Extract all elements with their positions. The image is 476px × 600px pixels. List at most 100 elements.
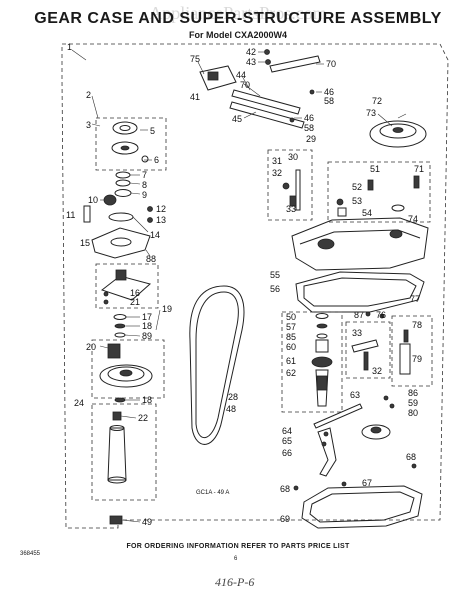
shaft-cap-22 (112, 411, 122, 421)
part-label-10: 10 (88, 195, 98, 205)
part-label-58a: 58 (324, 96, 334, 106)
part-label-68a: 68 (280, 484, 290, 494)
plate-14 (108, 212, 134, 222)
part-label-86: 86 (408, 388, 418, 398)
screw-67 (341, 481, 347, 487)
gear-case-74 (291, 217, 429, 271)
part-label-70b: 70 (326, 59, 336, 69)
bushing-20 (107, 343, 121, 359)
part-label-46a: 46 (324, 87, 334, 97)
part-label-52: 52 (352, 182, 362, 192)
bushing-54 (337, 207, 347, 217)
washer-85 (316, 333, 328, 339)
part-label-8: 8 (142, 180, 147, 190)
shift-lever-66 (317, 427, 337, 477)
part-label-22: 22 (138, 413, 148, 423)
part-label-66: 66 (282, 448, 292, 458)
screw-13 (147, 217, 153, 223)
part-label-46b: 46 (304, 113, 314, 123)
nut-53 (336, 198, 344, 206)
washer-17 (113, 314, 127, 320)
pinion-60 (315, 339, 329, 353)
part-label-43: 43 (246, 57, 256, 67)
part-label-58b: 58 (304, 123, 314, 133)
spring-78 (403, 329, 409, 343)
cap-74 (391, 204, 405, 212)
part-label-75: 75 (190, 54, 200, 64)
screw-16 (103, 291, 109, 297)
part-label-17: 17 (142, 312, 152, 322)
part-label-54: 54 (362, 208, 372, 218)
part-label-74: 74 (408, 214, 418, 224)
rod-30 (295, 169, 301, 211)
part-label-59: 59 (408, 398, 418, 408)
gear-80-hub (370, 426, 382, 434)
pulley-disc (111, 141, 139, 155)
part-label-7: 7 (142, 170, 147, 180)
washer (141, 155, 149, 163)
washer-89 (114, 332, 126, 338)
part-label-64: 64 (282, 426, 292, 436)
part-label-33a: 33 (286, 204, 296, 214)
outer-boundary (61, 43, 449, 529)
page-number: 6 (234, 556, 238, 562)
part-label-77: 77 (410, 294, 420, 304)
part-label-63: 63 (350, 390, 360, 400)
part-label-79: 79 (412, 354, 422, 364)
ring-7 (115, 171, 131, 179)
group-box-77 (391, 315, 433, 387)
shaft-62 (315, 369, 329, 407)
spindle-spring (115, 269, 127, 281)
part-label-14: 14 (150, 230, 160, 240)
bottom-housing-69-inner (309, 491, 415, 523)
part-label-48: 48 (226, 404, 236, 414)
bolt-71 (413, 175, 420, 189)
group-box-51 (327, 161, 431, 223)
part-label-76: 76 (376, 310, 386, 320)
part-label-87: 87 (354, 310, 364, 320)
part-label-85: 85 (286, 332, 296, 342)
part-label-28: 28 (228, 392, 238, 402)
pulley-hub-inner (119, 125, 131, 131)
washer-18 (114, 323, 126, 329)
shaft-62-spline (316, 375, 328, 391)
part-label-3: 3 (86, 120, 91, 130)
bracket-hole (110, 237, 132, 247)
ordering-footer: FOR ORDERING INFORMATION REFER TO PARTS … (126, 543, 350, 550)
bolt-52 (367, 179, 374, 191)
part-label-13: 13 (156, 215, 166, 225)
part-label-31: 31 (272, 156, 282, 166)
rod-63 (313, 403, 363, 429)
part-label-9: 9 (142, 190, 147, 200)
leader-lines (71, 49, 407, 523)
spindle-mount (100, 275, 152, 301)
seal-49 (109, 515, 123, 525)
group-box-pulley (91, 339, 165, 399)
watermark: AppliancePartsPros.com (149, 3, 327, 23)
lever-70 (269, 55, 321, 73)
drive-belt (189, 285, 245, 445)
plunger-79 (399, 343, 411, 375)
nut-32 (282, 182, 290, 190)
part-label-51: 51 (370, 164, 380, 174)
screw-76 (379, 313, 385, 319)
washer-57 (316, 323, 328, 329)
gear-10 (103, 194, 117, 206)
group-box-29 (267, 149, 313, 221)
screw-65 (321, 441, 327, 447)
part-label-69: 69 (280, 514, 290, 524)
part-label-65: 65 (282, 436, 292, 446)
ring-9 (114, 189, 132, 197)
screw-68a (293, 485, 299, 491)
part-label-41: 41 (190, 92, 200, 102)
part-label-11: 11 (66, 210, 75, 220)
washer-50 (315, 313, 329, 319)
part-label-15: 15 (80, 238, 90, 248)
clip-46a (309, 89, 315, 95)
part-label-68b: 68 (406, 452, 416, 462)
gear-case-74-ridge (299, 229, 421, 245)
large-pulley-72 (369, 120, 427, 148)
screw-21 (103, 299, 109, 305)
part-label-1: 1 (67, 42, 72, 52)
arm-45 (229, 101, 305, 129)
